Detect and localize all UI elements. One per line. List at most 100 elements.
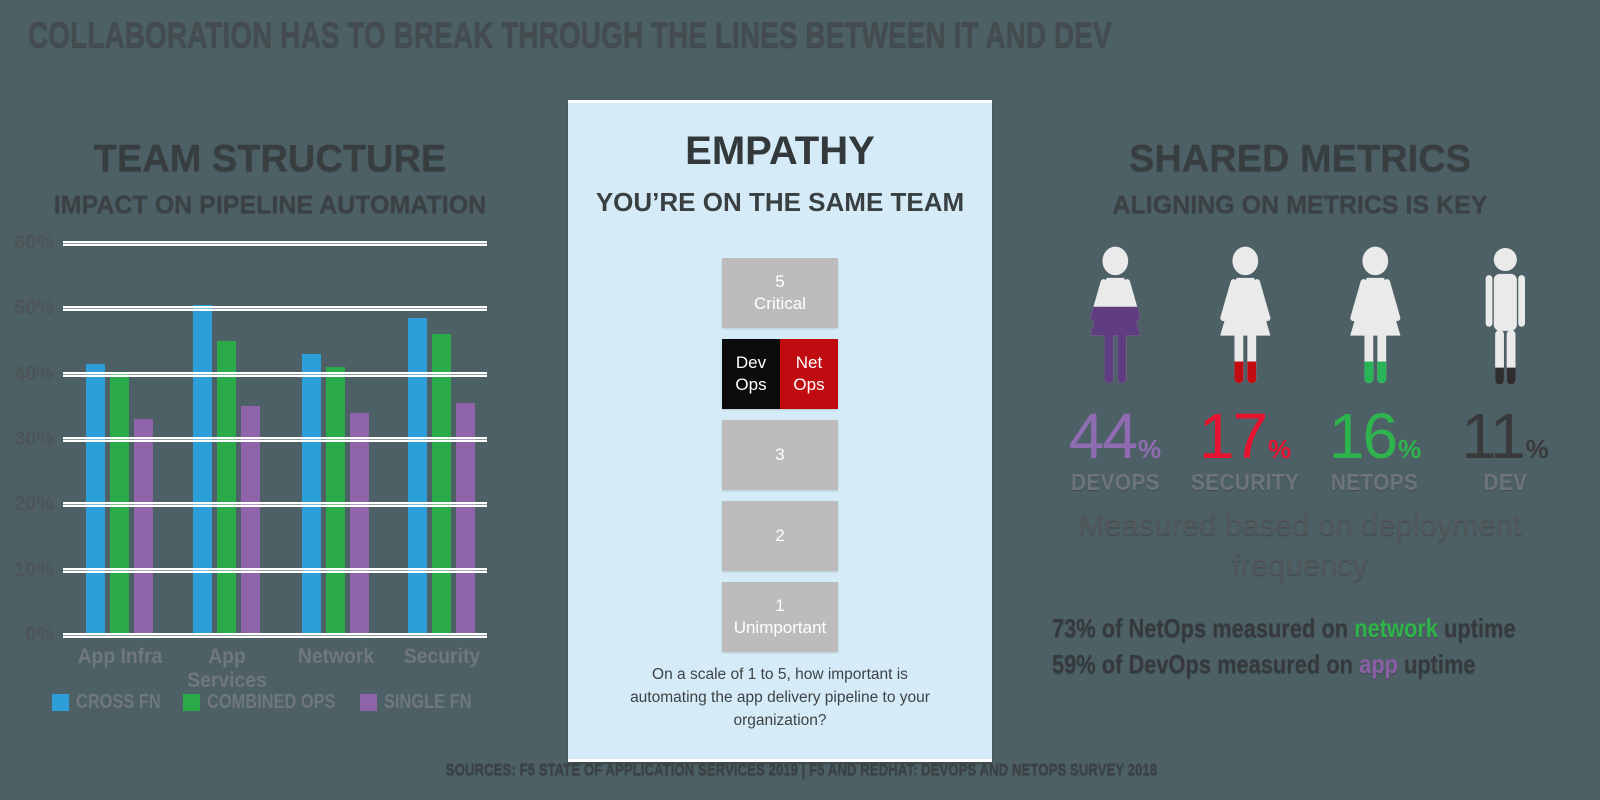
bar-chart-plot bbox=[63, 241, 487, 638]
person-dev: 11%DEV bbox=[1440, 246, 1570, 496]
empathy-question: On a scale of 1 to 5, how important is a… bbox=[630, 666, 930, 729]
percent-number: 17 bbox=[1198, 400, 1268, 472]
stat-highlight: network bbox=[1354, 613, 1438, 643]
legend-item-single-fn: SINGLE FN bbox=[360, 691, 491, 714]
y-tick-label: 60% bbox=[13, 232, 54, 254]
percent-security: 17% bbox=[1198, 400, 1292, 472]
scale-block-line: Critical bbox=[754, 294, 806, 313]
scale-block-line: 2 bbox=[775, 526, 785, 545]
person-devops: 44%DEVOPS bbox=[1050, 246, 1180, 496]
bar-combined-ops-security bbox=[432, 334, 451, 635]
bar-single-fn-security bbox=[456, 403, 475, 635]
percent-sign: % bbox=[1398, 434, 1422, 464]
percent-sign: % bbox=[1268, 434, 1292, 464]
team-structure-header: TEAM STRUCTURE IMPACT ON PIPELINE AUTOMA… bbox=[20, 138, 520, 220]
slide-title: COLLABORATION HAS TO BREAK THROUGH THE L… bbox=[28, 14, 1112, 55]
scale-block-line: 1 bbox=[775, 596, 785, 615]
metrics-note: Measured based on deployment frequency bbox=[1078, 507, 1522, 582]
y-tick-label: 0% bbox=[25, 624, 54, 646]
bar-single-fn-app-infra bbox=[134, 419, 153, 635]
scale-block-2: 2 bbox=[722, 501, 838, 571]
y-tick-label: 20% bbox=[13, 493, 54, 516]
woman-icon bbox=[1219, 246, 1271, 384]
person-label: DEV bbox=[1483, 468, 1527, 495]
gridline-0% bbox=[63, 633, 487, 638]
gridline-30% bbox=[63, 437, 487, 442]
stat-highlight: app bbox=[1359, 649, 1398, 679]
bar-cross-fn-network bbox=[302, 354, 321, 635]
team-structure-title: TEAM STRUCTURE bbox=[93, 138, 447, 180]
percent-sign: % bbox=[1138, 434, 1162, 464]
x-axis-label-app-services: App Services bbox=[186, 645, 267, 692]
bar-single-fn-app-services bbox=[241, 406, 260, 635]
scale-cell-line: Dev bbox=[735, 353, 767, 372]
woman-icon bbox=[1349, 246, 1401, 384]
team-structure-subtitle: IMPACT ON PIPELINE AUTOMATION bbox=[53, 191, 487, 219]
percent-devops: 44% bbox=[1068, 400, 1162, 472]
percent-sign: % bbox=[1525, 434, 1549, 464]
stat-suffix: uptime bbox=[1437, 613, 1516, 643]
legend-swatch-icon bbox=[183, 694, 200, 711]
gridline-60% bbox=[63, 241, 487, 246]
source-line: SOURCES: F5 STATE OF APPLICATION SERVICE… bbox=[445, 760, 1158, 779]
percent-dev: 11% bbox=[1461, 400, 1549, 472]
gridline-50% bbox=[63, 306, 487, 312]
legend-label: CROSS FN bbox=[76, 691, 161, 713]
empathy-title: EMPATHY bbox=[685, 129, 875, 173]
gridline-40% bbox=[63, 371, 487, 377]
person-security: 17%SECURITY bbox=[1180, 246, 1310, 496]
y-tick-label: 50% bbox=[13, 297, 54, 320]
empathy-subtitle: YOU’RE ON THE SAME TEAM bbox=[595, 187, 965, 217]
stat-line-2: 59% of DevOps measured on app uptime bbox=[1052, 646, 1506, 682]
bar-combined-ops-network bbox=[326, 367, 345, 635]
scale-block-line: Unimportant bbox=[733, 618, 827, 637]
bar-single-fn-network bbox=[350, 412, 369, 635]
metrics-stats: 73% of NetOps measured on network uptime… bbox=[1052, 610, 1592, 682]
person-label: DEVOPS bbox=[1070, 468, 1160, 495]
legend-label: COMBINED OPS bbox=[207, 691, 336, 713]
shared-metrics-subtitle: ALIGNING ON METRICS IS KEY bbox=[1112, 191, 1488, 219]
percent-number: 44 bbox=[1068, 400, 1138, 472]
percent-netops: 16% bbox=[1328, 400, 1422, 472]
person-label: SECURITY bbox=[1190, 468, 1300, 495]
scale-block-line: 3 bbox=[775, 445, 785, 464]
legend-swatch-icon bbox=[360, 694, 377, 711]
person-label: NETOPS bbox=[1331, 468, 1419, 495]
stat-suffix: uptime bbox=[1397, 649, 1476, 679]
scale-cell-line: Ops bbox=[735, 375, 767, 394]
shared-metrics-header: SHARED METRICS ALIGNING ON METRICS IS KE… bbox=[1020, 138, 1580, 220]
stat-line-1: 73% of NetOps measured on network uptime bbox=[1052, 610, 1516, 646]
legend-swatch-icon bbox=[52, 694, 69, 711]
scale-block-line: 5 bbox=[775, 272, 785, 291]
x-axis-label-app-infra: App Infra bbox=[77, 645, 162, 668]
y-tick-label: 30% bbox=[13, 428, 54, 450]
percent-number: 11 bbox=[1461, 400, 1525, 472]
shared-metrics-title: SHARED METRICS bbox=[1128, 138, 1472, 180]
bar-cross-fn-app-infra bbox=[86, 363, 105, 635]
woman-icon bbox=[1089, 246, 1141, 384]
stat-prefix: 73% of NetOps measured on bbox=[1052, 613, 1355, 643]
legend-label: SINGLE FN bbox=[384, 691, 472, 713]
bar-cross-fn-app-services bbox=[193, 305, 212, 635]
scale-cell-line: Ops bbox=[793, 375, 825, 394]
bar-cross-fn-security bbox=[408, 318, 427, 635]
legend-item-cross-fn: CROSS FN bbox=[52, 691, 179, 714]
person-netops: 16%NETOPS bbox=[1310, 246, 1440, 496]
x-axis-label-network: Network bbox=[297, 645, 374, 668]
gridline-10% bbox=[63, 567, 487, 573]
x-axis-label-security: Security bbox=[403, 645, 480, 668]
bar-combined-ops-app-services bbox=[217, 341, 236, 635]
gridline-20% bbox=[63, 502, 487, 508]
scale-cell-line: Net bbox=[795, 353, 823, 372]
percent-number: 16 bbox=[1328, 400, 1398, 472]
chart-legend: CROSS FN COMBINED OPS SINGLE FN bbox=[8, 691, 500, 717]
legend-item-combined-ops: COMBINED OPS bbox=[183, 691, 364, 714]
